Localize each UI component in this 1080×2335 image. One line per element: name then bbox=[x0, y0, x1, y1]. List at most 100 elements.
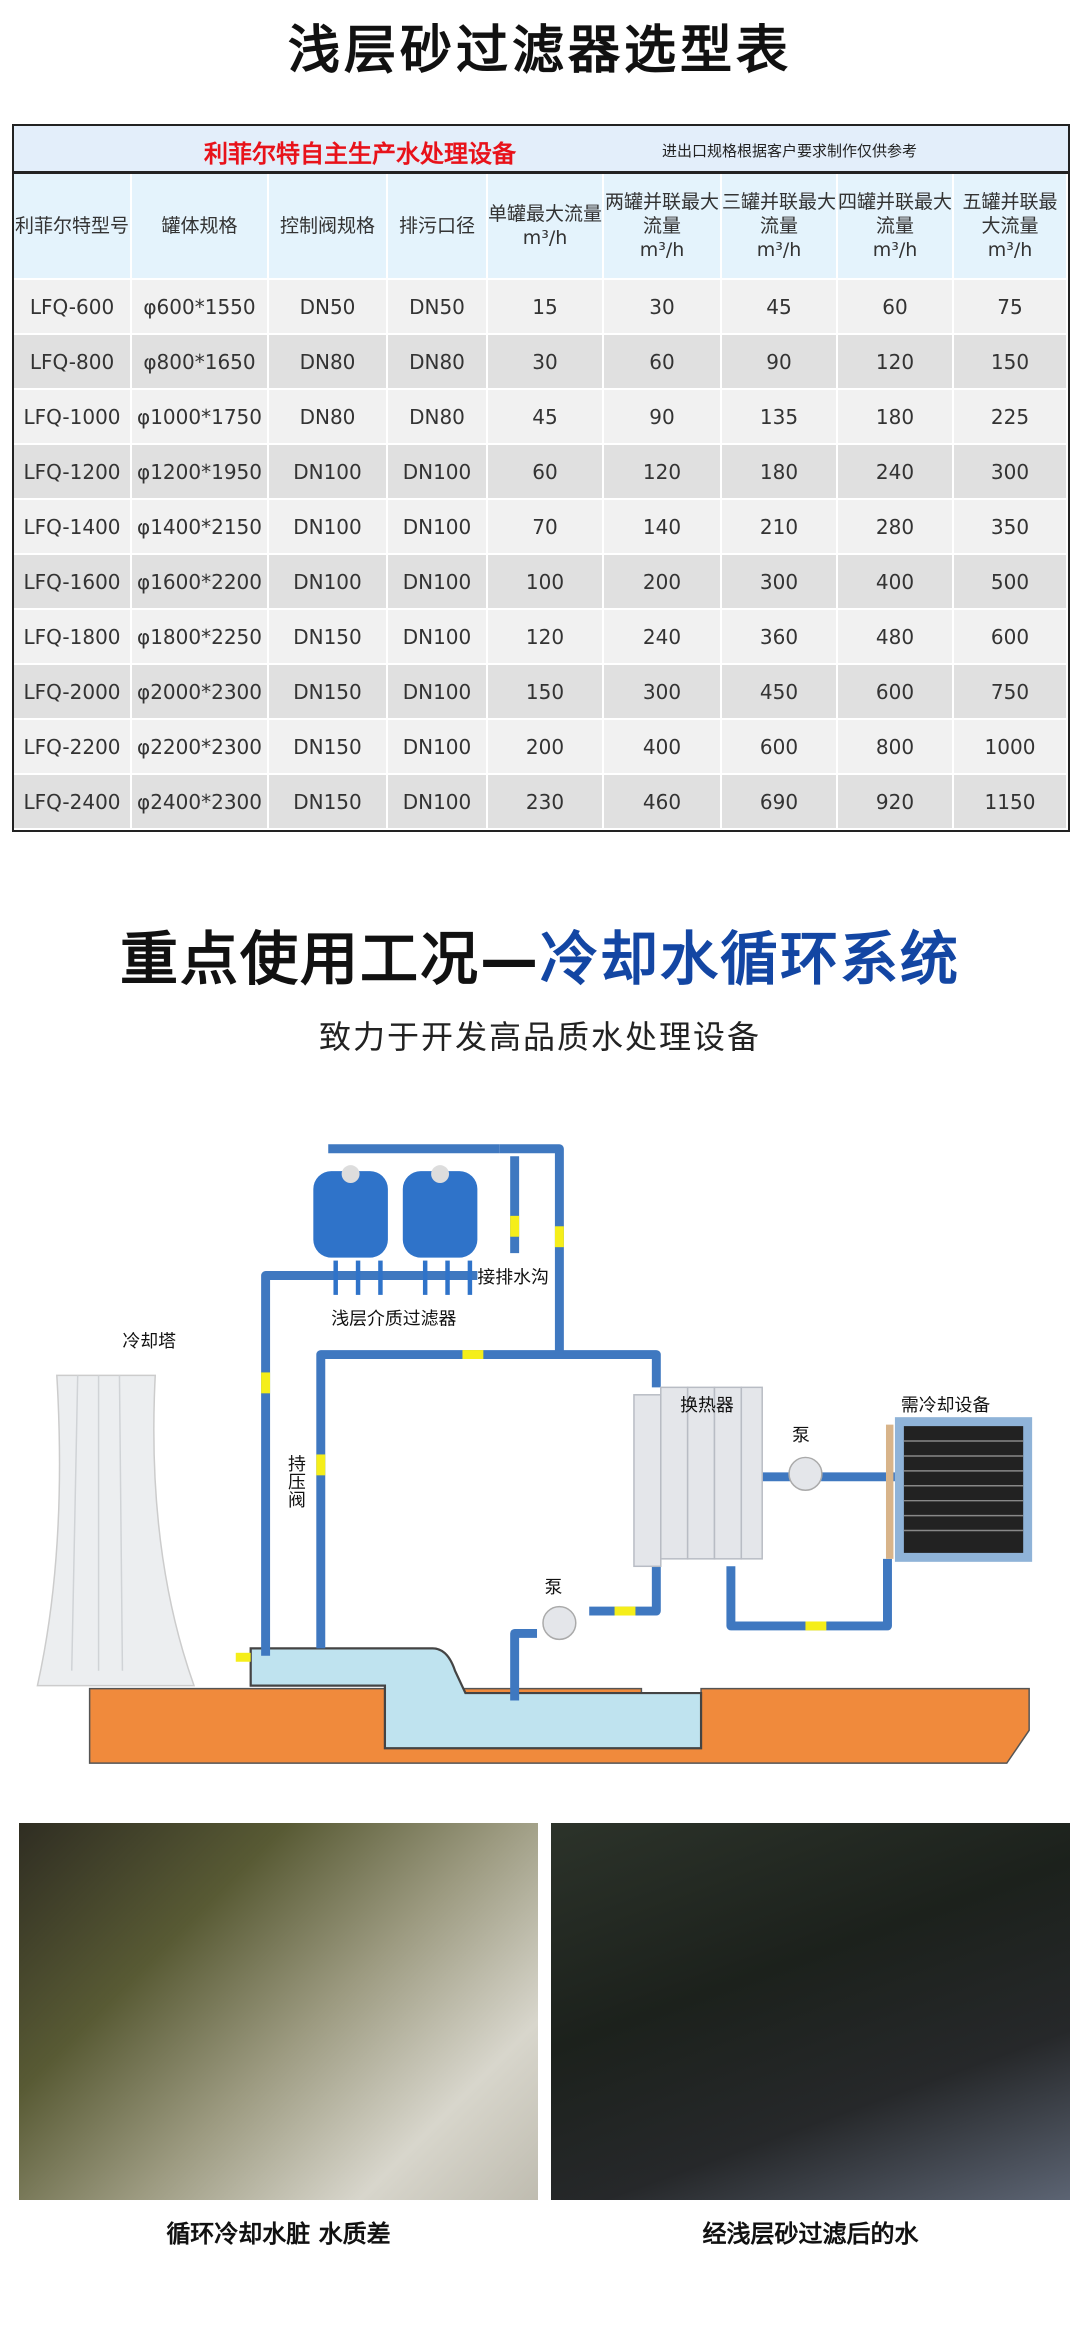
table-cell: 180 bbox=[837, 389, 954, 445]
table-cell: DN50 bbox=[268, 279, 388, 335]
table-cell: 60 bbox=[487, 444, 604, 500]
table-cell: 90 bbox=[721, 334, 838, 390]
table-cell: 240 bbox=[837, 444, 954, 500]
table-cell: 135 bbox=[721, 389, 838, 445]
table-cell: 920 bbox=[837, 774, 954, 830]
table-cell: 30 bbox=[603, 279, 722, 335]
section-title-b: 冷却水循环系统 bbox=[540, 925, 961, 993]
section-subtitle: 致力于开发高品质水处理设备 bbox=[318, 1018, 761, 1056]
column-header: 排污口径 bbox=[387, 174, 488, 280]
label-heat-exchanger: 换热器 bbox=[680, 1395, 734, 1416]
table-cell: DN150 bbox=[268, 719, 388, 775]
table-cell: DN80 bbox=[387, 334, 488, 390]
table-cell: 1150 bbox=[953, 774, 1068, 830]
table-cell: 90 bbox=[603, 389, 722, 445]
table-cell: 230 bbox=[487, 774, 604, 830]
table-cell: DN100 bbox=[268, 444, 388, 500]
table-cell: 500 bbox=[953, 554, 1068, 610]
table-cell: LFQ-800 bbox=[14, 334, 132, 390]
column-header-label: 四罐并联最大流量 bbox=[838, 191, 953, 237]
table-banner: 利菲尔特自主生产水处理设备 进出口规格根据客户要求制作仅供参考 bbox=[14, 126, 1068, 174]
section-title-a: 重点使用工况— bbox=[119, 925, 540, 993]
table-cell: DN150 bbox=[268, 774, 388, 830]
table-cell: 100 bbox=[487, 554, 604, 610]
table-cell: LFQ-2400 bbox=[14, 774, 132, 830]
cooling-tower bbox=[36, 1374, 196, 1687]
table-cell: 180 bbox=[721, 444, 838, 500]
table-cell: 400 bbox=[603, 719, 722, 775]
column-header: 利菲尔特型号 bbox=[14, 174, 132, 280]
table-cell: 15 bbox=[487, 279, 604, 335]
table-cell: φ2400*2300 bbox=[131, 774, 269, 830]
pump-icon bbox=[788, 1456, 823, 1491]
label-valve: 持压阀 bbox=[285, 1454, 306, 1509]
table-cell: 300 bbox=[603, 664, 722, 720]
page-title: 浅层砂过滤器选型表 bbox=[287, 21, 792, 81]
table-cell: φ800*1650 bbox=[131, 334, 269, 390]
table-cell: 450 bbox=[721, 664, 838, 720]
unit-label: m³/h bbox=[756, 239, 802, 261]
table-cell: 150 bbox=[953, 334, 1068, 390]
table-cell: 45 bbox=[487, 389, 604, 445]
table-cell: DN100 bbox=[268, 499, 388, 555]
left-caption: 循环冷却水脏 水质差 bbox=[166, 2220, 391, 2248]
table-cell: 1000 bbox=[953, 719, 1068, 775]
column-header: 控制阀规格 bbox=[268, 174, 388, 280]
table-cell: 120 bbox=[603, 444, 722, 500]
table-cell: φ1800*2250 bbox=[131, 609, 269, 665]
unit-label: m³/h bbox=[639, 239, 685, 261]
selection-table: 利菲尔特自主生产水处理设备 进出口规格根据客户要求制作仅供参考 利菲尔特型号罐体… bbox=[12, 124, 1070, 832]
table-cell: 210 bbox=[721, 499, 838, 555]
label-drain: 接排水沟 bbox=[477, 1267, 549, 1288]
brand-text: 利菲尔特自主生产水处理设备 bbox=[204, 140, 516, 168]
table-cell: 300 bbox=[721, 554, 838, 610]
table-cell: DN150 bbox=[268, 664, 388, 720]
table-cell: DN100 bbox=[387, 499, 488, 555]
column-header-label: 控制阀规格 bbox=[279, 215, 375, 237]
table-cell: φ1400*2150 bbox=[131, 499, 269, 555]
table-cell: LFQ-2000 bbox=[14, 664, 132, 720]
flow-arrows bbox=[235, 1215, 827, 1662]
table-cell: φ2200*2300 bbox=[131, 719, 269, 775]
table-cell: 200 bbox=[487, 719, 604, 775]
note-text: 进出口规格根据客户要求制作仅供参考 bbox=[662, 142, 918, 160]
column-header-label: 三罐并联最大流量 bbox=[722, 191, 837, 237]
column-header-label: 利菲尔特型号 bbox=[14, 215, 129, 237]
table-cell: 225 bbox=[953, 389, 1068, 445]
table-cell: 300 bbox=[953, 444, 1068, 500]
table-cell: 280 bbox=[837, 499, 954, 555]
table-cell: φ1000*1750 bbox=[131, 389, 269, 445]
cooling-system-diagram: 冷却塔 浅层介质过滤器 接排水沟 持压阀 换热器 泵 需冷却设备 泵 bbox=[36, 1144, 1033, 1764]
table-cell: 480 bbox=[837, 609, 954, 665]
unit-label: m³/h bbox=[872, 239, 918, 261]
table-cell: DN100 bbox=[387, 664, 488, 720]
table-cell: DN100 bbox=[387, 554, 488, 610]
table-cell: φ2000*2300 bbox=[131, 664, 269, 720]
unit-label: m³/h bbox=[522, 227, 568, 249]
table-cell: DN100 bbox=[268, 554, 388, 610]
table-cell: 240 bbox=[603, 609, 722, 665]
label-cooling-tower: 冷却塔 bbox=[122, 1331, 176, 1352]
table-cell: DN150 bbox=[268, 609, 388, 665]
label-pump-2: 泵 bbox=[792, 1425, 810, 1446]
table-cell: 690 bbox=[721, 774, 838, 830]
cooled-equipment bbox=[885, 1417, 1033, 1562]
column-header-label: 五罐并联最大流量 bbox=[962, 191, 1058, 237]
table-cell: DN100 bbox=[387, 609, 488, 665]
table-cell: 150 bbox=[487, 664, 604, 720]
table-cell: 350 bbox=[953, 499, 1068, 555]
table-cell: 140 bbox=[603, 499, 722, 555]
table-cell: DN100 bbox=[387, 444, 488, 500]
pipes bbox=[261, 1144, 895, 1701]
section-title: 重点使用工况—冷却水循环系统 bbox=[0, 912, 1080, 996]
table-cell: 60 bbox=[837, 279, 954, 335]
filtered-water-photo bbox=[551, 1823, 1070, 2200]
column-header: 罐体规格 bbox=[131, 174, 269, 280]
